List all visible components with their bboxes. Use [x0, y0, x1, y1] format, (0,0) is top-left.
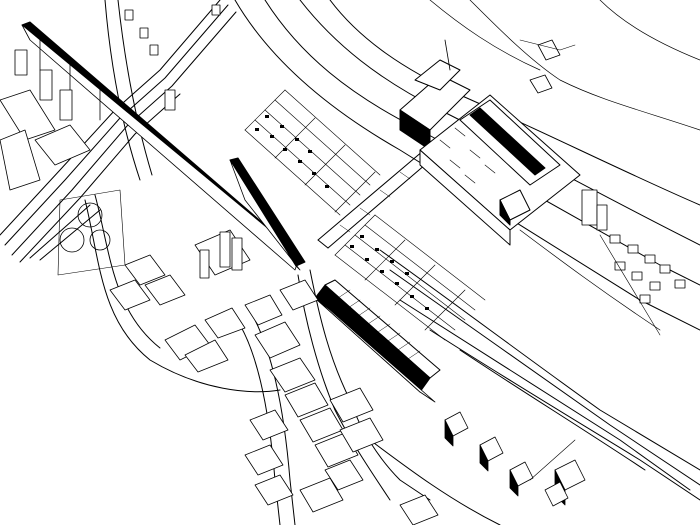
parking-grid-upper: [244, 89, 381, 216]
top-right-structures: [519, 39, 576, 94]
terrain-contours: [429, 0, 700, 331]
lower-right-buildings: [444, 411, 586, 507]
residential-right: [581, 189, 686, 336]
roads: [84, 0, 501, 525]
top-left-small: [124, 4, 221, 111]
river-banks: [234, 0, 700, 501]
parking-grid-lower: [334, 214, 486, 341]
lower-linear-building: [314, 279, 441, 403]
upper-left-blocks: [0, 49, 91, 191]
industrial-complex: [399, 39, 581, 246]
wedge-building: [229, 157, 306, 271]
circular-tanks: [57, 189, 126, 276]
town-buildings: [109, 229, 439, 525]
parking-cars: [255, 115, 429, 310]
